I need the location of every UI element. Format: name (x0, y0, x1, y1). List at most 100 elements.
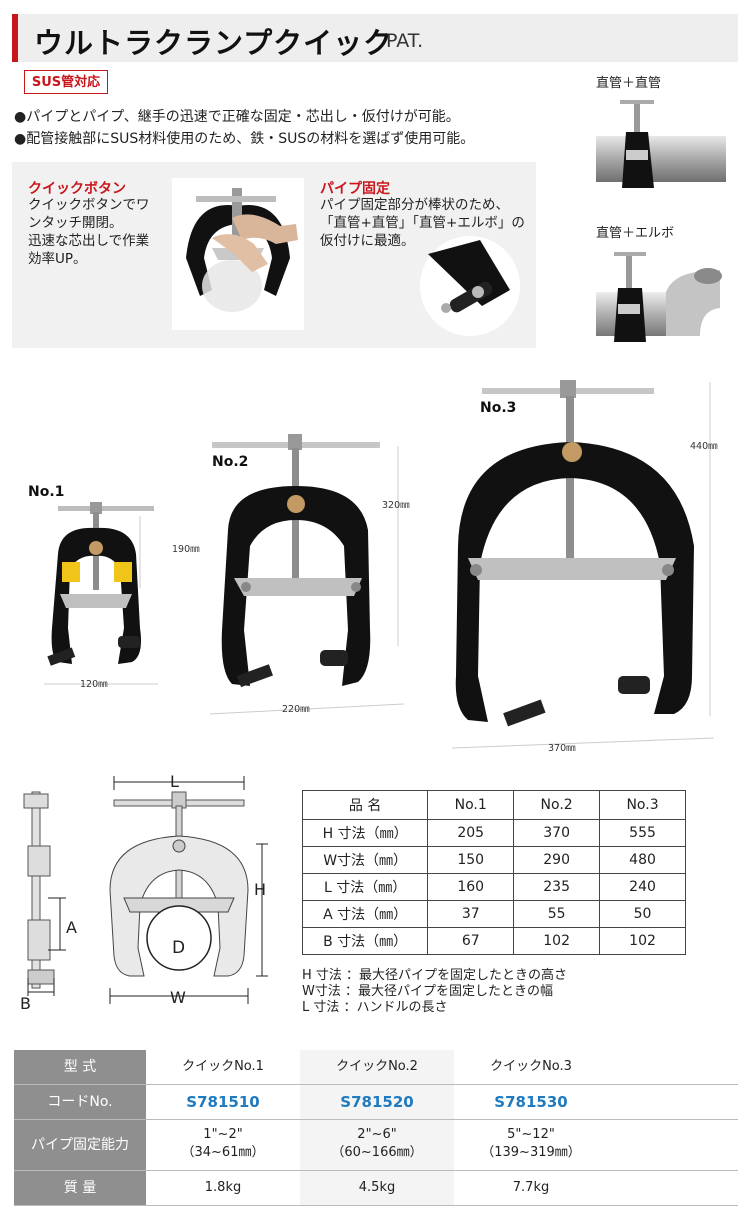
straight-straight-label: 直管＋直管 (596, 76, 662, 91)
model-no1-cell: クイックNo.1 (182, 1059, 264, 1074)
no2-width-dim: 220㎜ (282, 704, 310, 715)
note-h: H 寸法 ：最大径パイプを固定したときの高さ (302, 968, 568, 983)
capacity-no3-cell: 5"~12" （139~319㎜） (454, 1120, 608, 1170)
spec-row-label: A 寸法（㎜） (301, 900, 429, 928)
model-no3-cell: クイックNo.3 (490, 1059, 572, 1074)
spec-cell: 480 (599, 846, 686, 874)
patent-label: PAT. (386, 30, 424, 52)
model-no3-label: No.3 (480, 400, 517, 416)
table-row: L 寸法（㎜） 160 235 240 (301, 873, 686, 901)
weight-no1-cell: 1.8kg (204, 1180, 242, 1195)
spec-row-label: B 寸法（㎜） (301, 927, 429, 955)
capacity-no3-inch: 5"~12" (507, 1127, 555, 1142)
no1-height-dim: 190㎜ (172, 544, 200, 555)
quick-line-3: 迅速な芯出しで作業 (28, 233, 150, 249)
code-no3-cell: S781530 (494, 1093, 568, 1111)
spec-cell: 235 (513, 873, 601, 901)
spec-header-name: 品 名 (301, 790, 429, 820)
model-no2-label: No.2 (212, 454, 249, 470)
spec-cell: 37 (427, 900, 515, 928)
straight-elbow-label: 直管＋エルボ (596, 226, 675, 241)
spec-notes: H 寸法 ：最大径パイプを固定したときの高さ W寸法 ：最大径パイプを固定したと… (302, 968, 567, 1016)
dim-B: B (20, 994, 31, 1013)
capacity-no1-cell: 1"~2" （34~61㎜） (146, 1120, 300, 1170)
code-no1-cell: S781510 (186, 1093, 260, 1111)
spec-cell: 55 (513, 900, 601, 928)
pipe-fix-title: パイプ固定 (320, 181, 390, 197)
pipe-line-1: パイプ固定部分が棒状のため、 (320, 197, 509, 213)
spec-row-label: H 寸法（㎜） (301, 819, 429, 847)
title-bar (12, 14, 738, 62)
quick-line-2: ンタッチ開閉。 (28, 215, 123, 231)
weight-label-cell: 質 量 (14, 1171, 146, 1205)
table-row: 品 名 No.1 No.2 No.3 (301, 790, 686, 820)
dim-L: L (170, 772, 179, 791)
bullet-2: ●配管接触部にSUS材料使用のため、鉄・SUSの材料を選ばず使用可能。 (14, 131, 475, 147)
model-label-cell: 型 式 (14, 1050, 146, 1084)
spec-cell: 150 (427, 846, 515, 874)
dim-D: D (172, 938, 186, 958)
dim-H: H (254, 880, 267, 899)
straight-straight-photo (596, 100, 726, 188)
pipe-fix-photo (420, 236, 520, 336)
capacity-no2-cell: 2"~6" （60~166㎜） (300, 1120, 454, 1170)
capacity-no2-inch: 2"~6" (357, 1127, 397, 1142)
spec-cell: 160 (427, 873, 515, 901)
row-divider (14, 1205, 738, 1206)
spec-cell: 290 (513, 846, 601, 874)
spec-table: 品 名 No.1 No.2 No.3 H 寸法（㎜） 205 370 555 W… (301, 790, 686, 955)
model-table: 型 式 クイックNo.1 クイックNo.2 クイックNo.3 コードNo. S7… (14, 1050, 738, 1206)
table-row: H 寸法（㎜） 205 370 555 (301, 819, 686, 847)
pipe-line-2: 「直管+直管」「直管+エルボ」の (320, 215, 525, 231)
pipe-line-3: 仮付けに最適。 (320, 233, 415, 249)
capacity-no2-mm: （60~166㎜） (331, 1145, 423, 1160)
page-title: ウルトラクランプクイック (34, 26, 394, 60)
code-label-cell: コードNo. (14, 1085, 146, 1119)
capacity-no1-inch: 1"~2" (203, 1127, 243, 1142)
note-l: L 寸法 ：ハンドルの長さ (302, 1000, 448, 1015)
spec-cell: 102 (599, 927, 686, 955)
row-divider (14, 1119, 738, 1120)
row-divider (14, 1170, 738, 1171)
sus-badge: SUS管対応 (24, 70, 108, 94)
spec-cell: 102 (513, 927, 601, 955)
note-w: W寸法 ：最大径パイプを固定したときの幅 (302, 984, 553, 999)
model-no1-label: No.1 (28, 484, 65, 500)
spec-cell: 205 (427, 819, 515, 847)
spec-header-no3: No.3 (599, 790, 686, 820)
capacity-no3-mm: （139~319㎜） (481, 1145, 581, 1160)
table-row: A 寸法（㎜） 37 55 50 (301, 900, 686, 928)
quick-button-text: クイックボタンでワ ンタッチ開閉。 迅速な芯出しで作業 効率UP。 (28, 196, 150, 268)
no3-width-dim: 370㎜ (548, 743, 576, 754)
bullet-1: ●パイプとパイプ、継手の迅速で正確な固定・芯出し・仮付けが可能。 (14, 109, 460, 125)
no2-height-dim: 320㎜ (382, 500, 410, 511)
spec-cell: 50 (599, 900, 686, 928)
spec-cell: 555 (599, 819, 686, 847)
table-row: W寸法（㎜） 150 290 480 (301, 846, 686, 874)
pipe-fix-text: パイプ固定部分が棒状のため、 「直管+直管」「直管+エルボ」の 仮付けに最適。 (320, 196, 525, 250)
spec-header-no2: No.2 (513, 790, 601, 820)
quick-button-photo (172, 178, 304, 330)
dim-A: A (66, 918, 77, 937)
clamp-no3-image (451, 380, 715, 749)
spec-cell: 67 (427, 927, 515, 955)
weight-no2-cell: 4.5kg (300, 1171, 454, 1205)
spec-header-no1: No.1 (427, 790, 515, 820)
spec-cell: 370 (513, 819, 601, 847)
spec-row-label: W寸法（㎜） (301, 846, 429, 874)
straight-elbow-photo (596, 252, 722, 342)
row-divider (14, 1084, 738, 1085)
capacity-label-cell: パイプ固定能力 (14, 1120, 146, 1170)
dim-W: W (170, 988, 186, 1007)
quick-line-1: クイックボタンでワ (28, 197, 150, 213)
no3-height-dim: 440㎜ (690, 441, 718, 452)
table-row: B 寸法（㎜） 67 102 102 (301, 927, 686, 955)
clamp-no1-image (44, 502, 158, 685)
spec-cell: 240 (599, 873, 686, 901)
spec-row-label: L 寸法（㎜） (301, 873, 429, 901)
no1-width-dim: 120㎜ (80, 679, 108, 690)
capacity-no1-mm: （34~61㎜） (181, 1145, 265, 1160)
title-accent (12, 14, 18, 62)
code-no2-cell: S781520 (300, 1085, 454, 1119)
model-no2-cell: クイックNo.2 (300, 1050, 454, 1084)
